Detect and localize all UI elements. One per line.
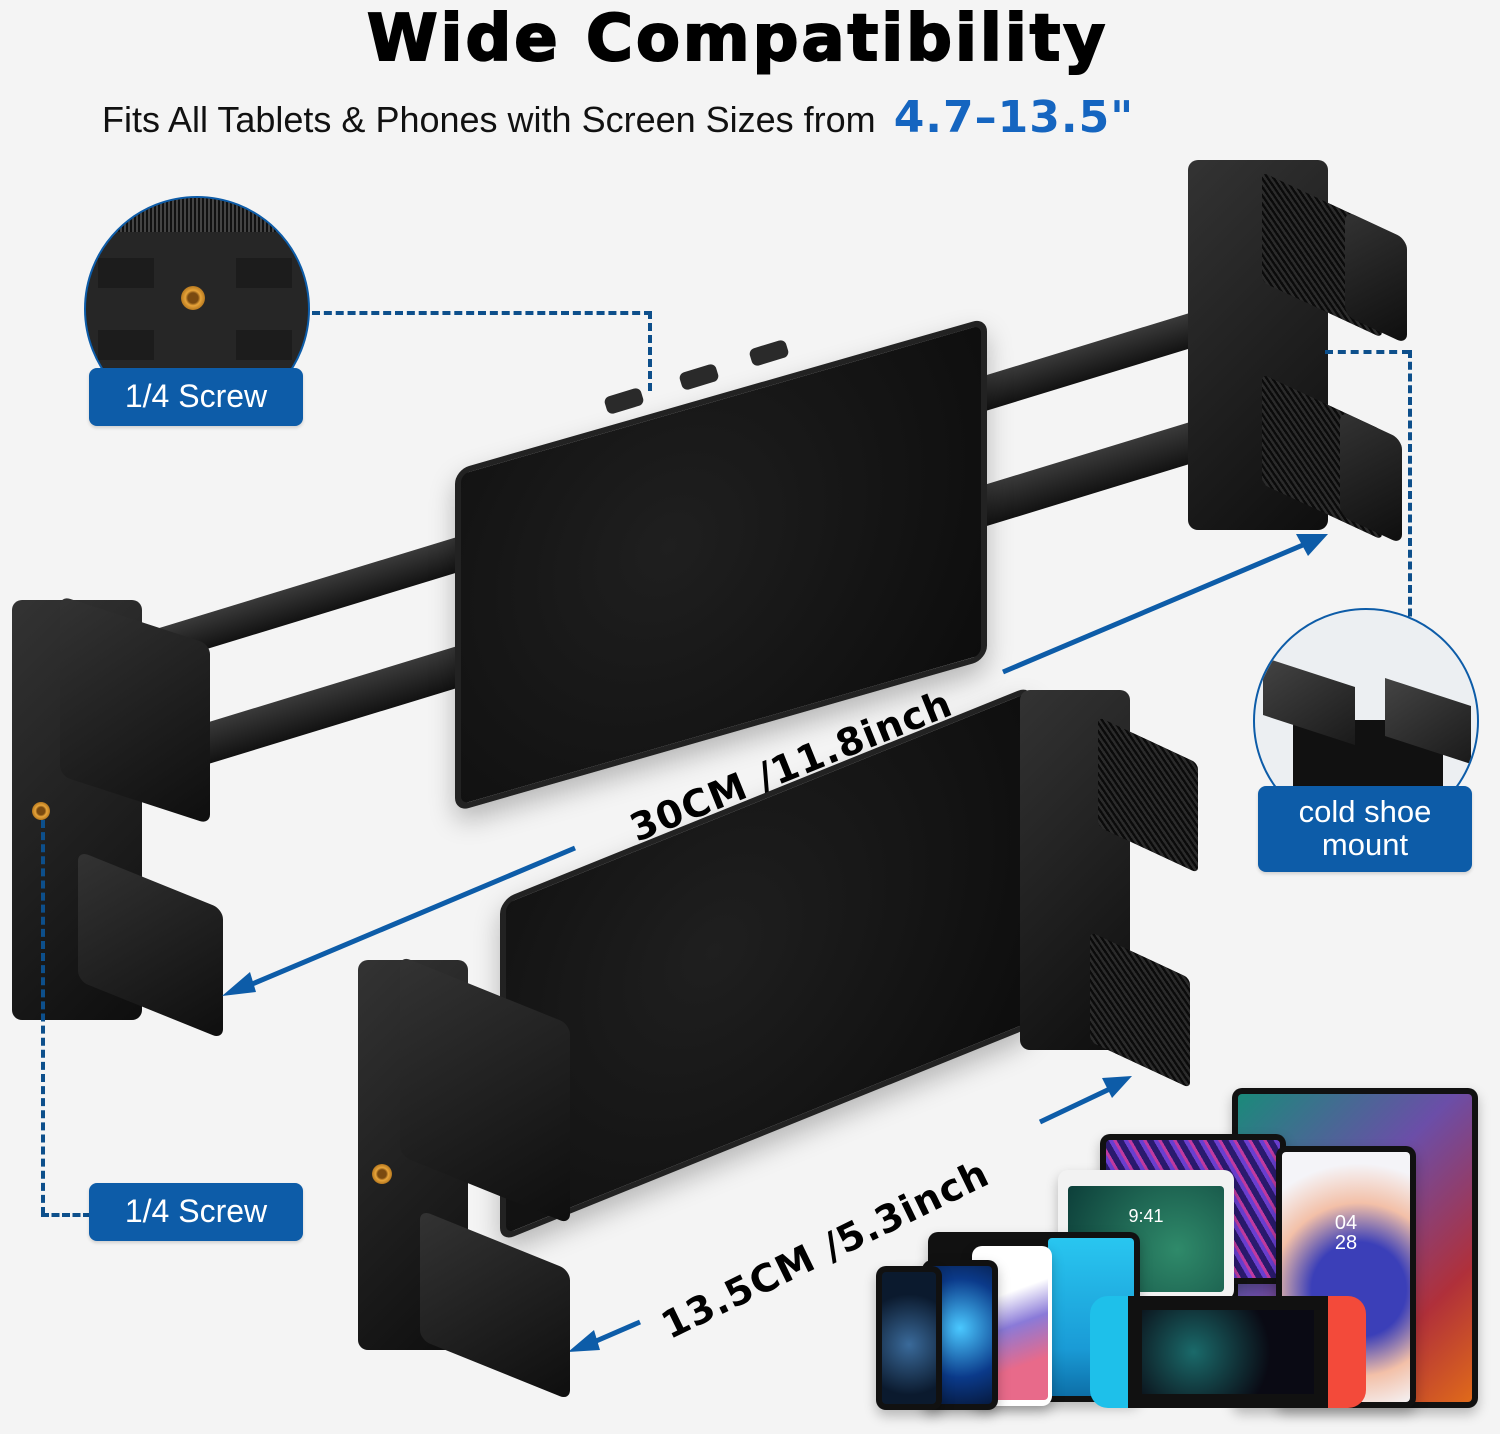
subtitle: Fits All Tablets & Phones with Screen Si… bbox=[102, 92, 1134, 143]
subtitle-text: Fits All Tablets & Phones with Screen Si… bbox=[102, 99, 876, 140]
label-cold-shoe-line2: mount bbox=[1321, 827, 1409, 862]
dashed-leader-line bbox=[312, 311, 652, 315]
inset-slot bbox=[98, 330, 154, 360]
screw-hole-icon bbox=[32, 802, 50, 820]
dashed-leader-line bbox=[1408, 350, 1412, 640]
label-bottom-left-screw: 1/4 Screw bbox=[89, 1183, 303, 1241]
dashed-leader-line bbox=[41, 1213, 91, 1217]
dashed-leader-line bbox=[1325, 350, 1410, 354]
screw-hole-icon bbox=[181, 286, 205, 310]
size-range: 4.7–13.5" bbox=[893, 92, 1135, 143]
label-top-left-screw: 1/4 Screw bbox=[89, 368, 303, 426]
screw-hole-icon bbox=[372, 1164, 392, 1184]
switch-screen bbox=[1128, 1296, 1328, 1408]
inset-knurl-strip bbox=[86, 198, 308, 232]
label-cold-shoe-line1: cold shoe bbox=[1298, 794, 1432, 830]
inset-slot bbox=[98, 258, 154, 288]
tablet-clock-minute: 28 bbox=[1334, 1232, 1358, 1254]
inset-slot bbox=[236, 258, 292, 288]
switch-joycon-left bbox=[1090, 1296, 1128, 1408]
dashed-leader-line bbox=[41, 820, 45, 1215]
label-cold-shoe-mount: cold shoe mount bbox=[1258, 786, 1472, 872]
page-title: Wide Compatibility bbox=[366, 1, 1109, 77]
tablet-clock-hour: 04 bbox=[1334, 1212, 1358, 1234]
ipad-lock-time: 9:41 bbox=[1128, 1206, 1164, 1226]
inset-slot bbox=[236, 330, 292, 360]
dashed-leader-line bbox=[648, 311, 652, 391]
device-iphone bbox=[876, 1266, 942, 1410]
device-nintendo-switch bbox=[1090, 1296, 1366, 1408]
switch-joycon-right bbox=[1328, 1296, 1366, 1408]
